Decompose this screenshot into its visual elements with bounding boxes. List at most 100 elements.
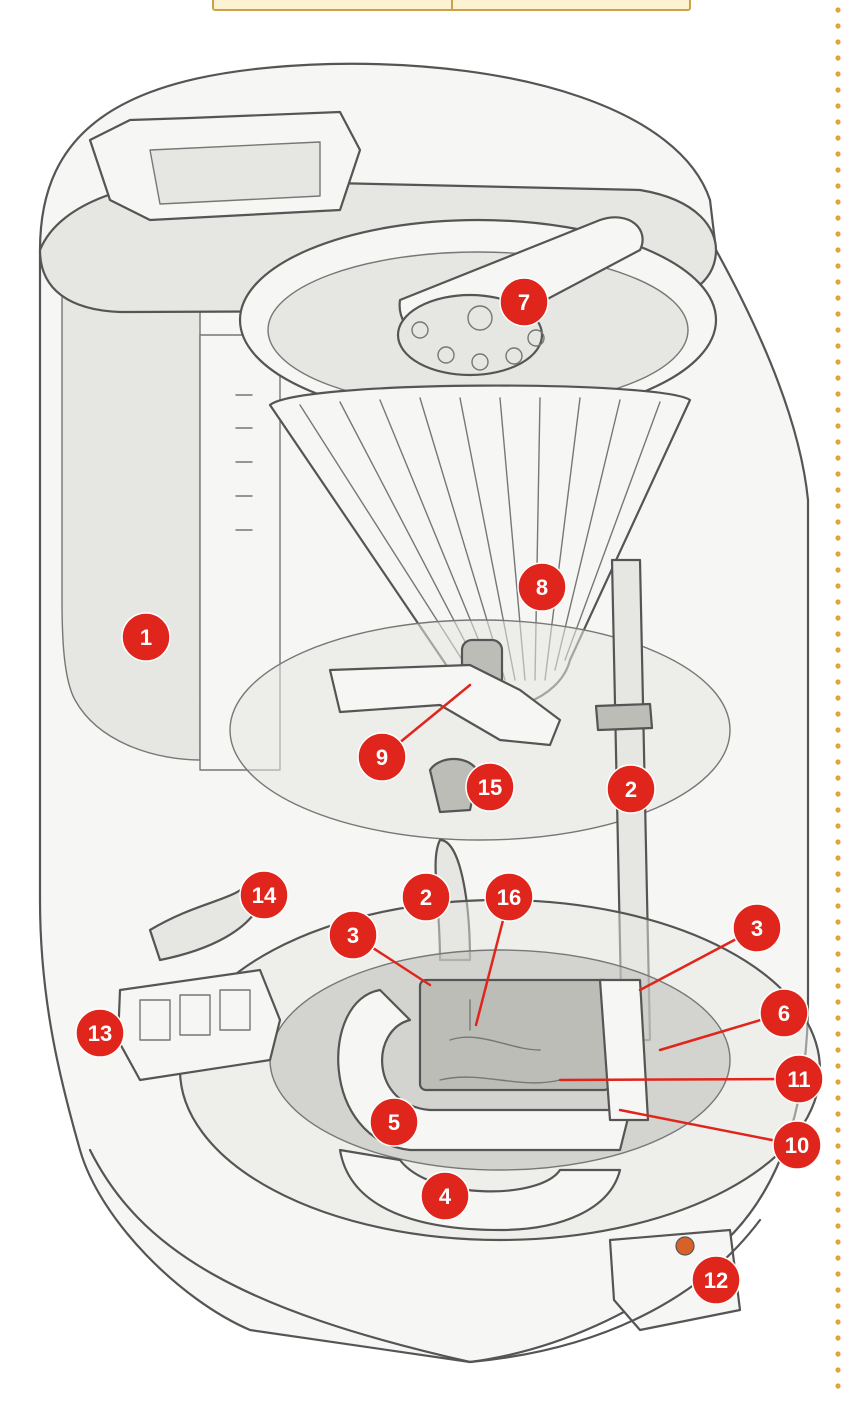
leader-line-11 bbox=[558, 1077, 801, 1082]
heating-plate bbox=[338, 1148, 622, 1232]
border-dot bbox=[835, 951, 841, 957]
callout-circle bbox=[239, 870, 289, 920]
callout-circle bbox=[691, 1255, 741, 1305]
top-tab bbox=[212, 0, 691, 11]
border-dot bbox=[835, 823, 841, 829]
border-dot bbox=[835, 487, 841, 493]
border-dot bbox=[835, 359, 841, 365]
border-dot bbox=[835, 1111, 841, 1117]
callout-15: 15 bbox=[465, 762, 515, 812]
callout-10: 10 bbox=[772, 1120, 822, 1170]
callout-3b: 3 bbox=[732, 903, 782, 953]
border-dot bbox=[835, 423, 841, 429]
callout-number: 14 bbox=[252, 883, 277, 908]
border-dot bbox=[835, 1031, 841, 1037]
switch-lamp bbox=[675, 1236, 695, 1256]
callout-circle bbox=[465, 762, 515, 812]
callout-5: 5 bbox=[369, 1097, 419, 1147]
border-dot bbox=[835, 871, 841, 877]
border-dot bbox=[835, 135, 841, 141]
callout-circle bbox=[420, 1171, 470, 1221]
callout-circle bbox=[75, 1008, 125, 1058]
callout-number: 2 bbox=[420, 885, 432, 910]
callout-number: 1 bbox=[140, 625, 152, 650]
border-dot bbox=[835, 903, 841, 909]
border-dot bbox=[835, 279, 841, 285]
border-dot bbox=[835, 311, 841, 317]
callout-number: 15 bbox=[478, 775, 502, 800]
callout-number: 7 bbox=[518, 290, 530, 315]
callout-circle bbox=[328, 910, 378, 960]
thermostat-wires bbox=[439, 999, 561, 1084]
callout-6: 6 bbox=[759, 988, 809, 1038]
callout-8: 8 bbox=[517, 562, 567, 612]
border-dot bbox=[835, 855, 841, 861]
border-dot bbox=[835, 983, 841, 989]
callout-2a: 2 bbox=[606, 764, 656, 814]
border-dot bbox=[835, 183, 841, 189]
border-dot bbox=[835, 1175, 841, 1181]
callout-number: 4 bbox=[439, 1184, 452, 1209]
border-dot bbox=[835, 1223, 841, 1229]
border-dot bbox=[835, 727, 841, 733]
border-dot bbox=[835, 519, 841, 525]
border-dot bbox=[835, 599, 841, 605]
border-dot bbox=[835, 551, 841, 557]
handle-inner bbox=[149, 141, 321, 205]
border-dot bbox=[835, 39, 841, 45]
border-dot bbox=[835, 919, 841, 925]
border-dot bbox=[835, 1015, 841, 1021]
border-dot bbox=[835, 87, 841, 93]
callout-3a: 3 bbox=[328, 910, 378, 960]
appliance-illustration bbox=[38, 62, 822, 1364]
callout-number: 13 bbox=[88, 1021, 112, 1046]
border-dot bbox=[835, 1207, 841, 1213]
callout-number: 11 bbox=[787, 1067, 810, 1092]
border-dot bbox=[835, 1239, 841, 1245]
callout-circle bbox=[732, 903, 782, 953]
power-switch bbox=[608, 1228, 742, 1332]
border-dot bbox=[835, 71, 841, 77]
border-dot bbox=[835, 167, 841, 173]
border-dot bbox=[835, 759, 841, 765]
callout-circle bbox=[369, 1097, 419, 1147]
border-dot bbox=[835, 215, 841, 221]
border-dot bbox=[835, 1255, 841, 1261]
border-dot bbox=[835, 1271, 841, 1277]
border-dot bbox=[835, 711, 841, 717]
callout-circle bbox=[499, 277, 549, 327]
water-tank-panel bbox=[61, 261, 201, 761]
border-dot bbox=[835, 999, 841, 1005]
border-dot bbox=[835, 375, 841, 381]
callout-circle bbox=[774, 1054, 824, 1104]
spray-holes bbox=[411, 305, 545, 371]
callout-number: 12 bbox=[704, 1268, 728, 1293]
callout-circle bbox=[517, 562, 567, 612]
border-dot bbox=[835, 1159, 841, 1165]
callout-9: 9 bbox=[357, 732, 407, 782]
callout-number: 16 bbox=[497, 885, 521, 910]
border-dot bbox=[835, 695, 841, 701]
callout-14: 14 bbox=[239, 870, 289, 920]
border-dot bbox=[835, 967, 841, 973]
border-dot bbox=[835, 1063, 841, 1069]
callout-number: 6 bbox=[778, 1001, 790, 1026]
border-dot bbox=[835, 231, 841, 237]
border-dot bbox=[835, 807, 841, 813]
border-dot bbox=[835, 775, 841, 781]
border-dot bbox=[835, 1143, 841, 1149]
border-dot bbox=[835, 1191, 841, 1197]
border-dot bbox=[835, 55, 841, 61]
border-dot bbox=[835, 615, 841, 621]
callout-12: 12 bbox=[691, 1255, 741, 1305]
callout-circle bbox=[606, 764, 656, 814]
border-dot bbox=[835, 503, 841, 509]
border-dot bbox=[835, 839, 841, 845]
border-dot bbox=[835, 1287, 841, 1293]
border-dot bbox=[835, 7, 841, 13]
callout-13: 13 bbox=[75, 1008, 125, 1058]
border-dot bbox=[835, 1383, 841, 1389]
callout-4: 4 bbox=[420, 1171, 470, 1221]
